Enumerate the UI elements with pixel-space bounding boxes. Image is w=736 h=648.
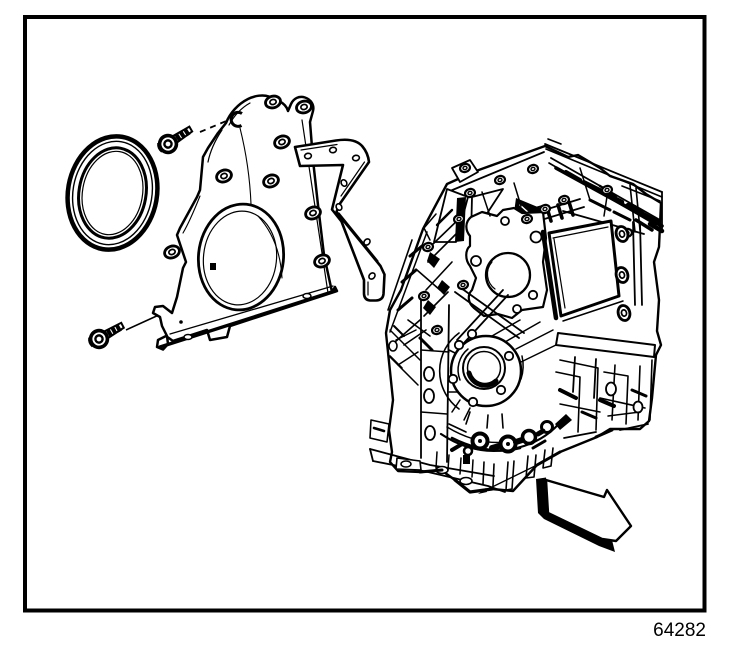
svg-text:64282: 64282	[653, 620, 706, 641]
